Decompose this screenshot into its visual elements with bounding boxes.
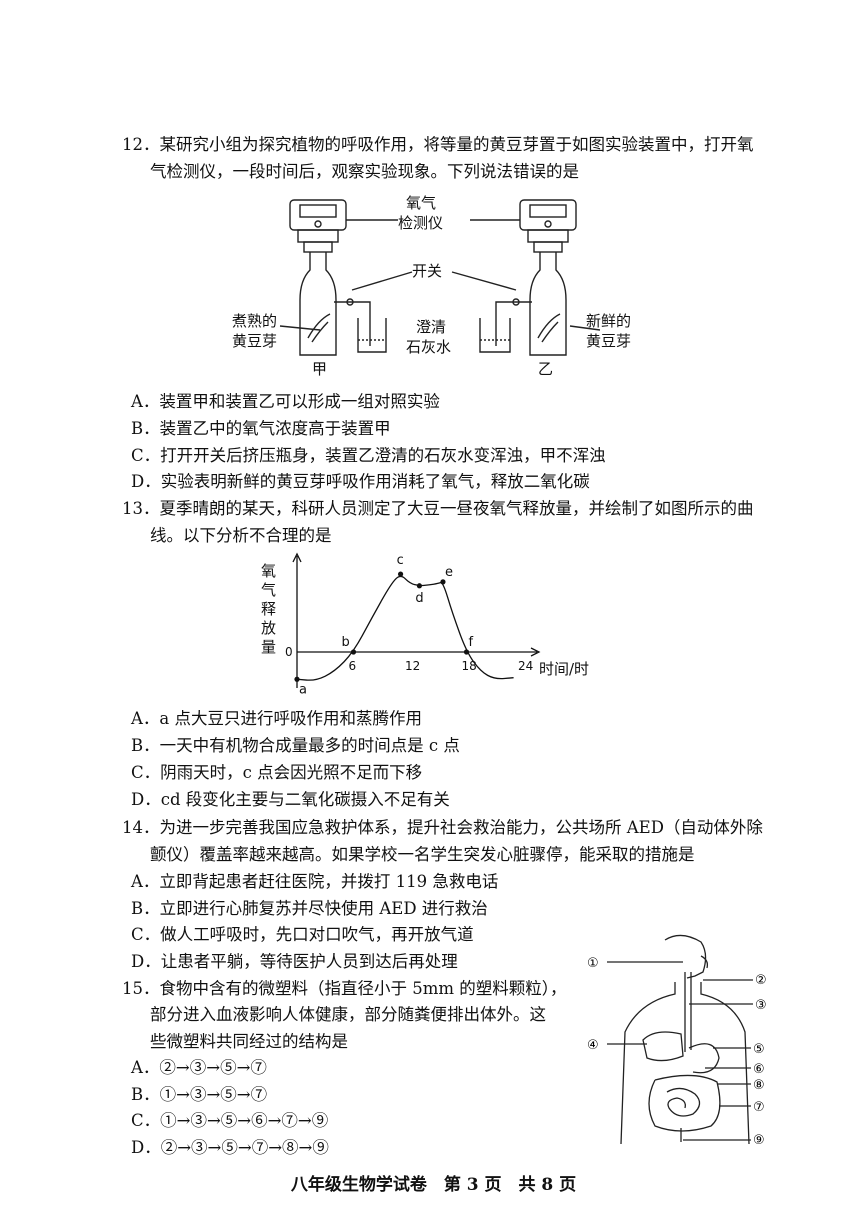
digestive-label-8: ⑧ [753,1078,765,1093]
oxygen-release-chart: 0 6 12 18 24 a b c d e f [285,552,541,697]
q15-stem-line3: 些微塑料共同经过的结构是 [150,1032,348,1051]
q14-stem-line2: 颤仪）覆盖率越来越高。如果学校一名学生突发心脏骤停，能采取的措施是 [150,845,695,864]
q13-option-d: D．cd 段变化主要与二氧化碳摄入不足有关 [131,790,450,809]
apparatus-jia-label: 甲 [312,360,328,378]
q12-option-c: C．打开开关后挤压瓶身，装置乙澄清的石灰水变浑浊，甲不浑浊 [131,446,606,465]
q15-stem-line2: 部分进入血液影响人体健康，部分随粪便排出体外。这 [150,1005,546,1024]
page-footer: 八年级生物学试卷 第 3 页 共 8 页 [290,1175,577,1195]
fresh-sprouts-label: 新鲜的 [586,312,632,330]
q13-option-c: C．阴雨天时，c 点会因光照不足而下移 [131,763,423,782]
q12-option-b: B．装置乙中的氧气浓度高于装置甲 [131,419,391,438]
chart-x-tick-label: 6 [349,659,357,673]
switch-label: 开关 [412,262,443,280]
q14-option-d: D．让患者平躺，等待医护人员到达后再处理 [131,952,458,971]
q14-option-c: C．做人工呼吸时，先口对口吹气，再开放气道 [131,925,474,944]
apparatus-illustration [279,199,601,356]
digestive-label-4: ④ [587,1038,599,1053]
q15-option-b: B．①→③→⑤→⑦ [131,1085,268,1104]
cooked-sprouts-label: 煮熟的 [232,312,278,330]
q15-figure: ① ② ③ ④ ⑤ ⑥ ⑧ ⑦ ⑨ [585,932,775,1148]
digestive-label-1: ① [587,956,599,971]
q15-option-a: A．②→③→⑤→⑦ [131,1058,267,1077]
chart-y-arrow [292,552,302,563]
chart-point-label-d: d [415,591,423,606]
q15-option-c: C．①→③→⑤→⑥→⑦→⑨ [131,1111,329,1130]
q12-figure: 氧气 检测仪 开关 煮熟的 黄豆芽 新鲜的 黄豆芽 澄清 石灰水 甲 乙 [220,190,660,380]
q13-chart: 0 6 12 18 24 a b c d e f 氧气释放量 时间/时 [255,548,615,708]
chart-point-label-c: c [397,553,404,568]
oxygen-meter-label: 氧气 [406,194,437,212]
q15-option-d: D．②→③→⑤→⑦→⑧→⑨ [131,1138,329,1157]
q13-stem-line2: 线。以下分析不合理的是 [150,526,332,545]
digestive-label-2: ② [755,973,767,988]
chart-x-tick-label: 18 [462,659,477,673]
chart-point-c [397,571,404,577]
digestive-label-9: ⑨ [753,1133,765,1144]
chart-x-tick-label: 0 [285,645,293,659]
chart-point-a [294,676,300,682]
chart-point-e [440,579,446,585]
digestive-system-illustration: ① ② ③ ④ ⑤ ⑥ ⑧ ⑦ ⑨ [587,934,767,1148]
q14-option-b: B．立即进行心肺复苏并尽快使用 AED 进行救治 [131,899,488,918]
chart-x-tick-label: 24 [518,659,533,673]
limewater-label: 澄清 [416,318,447,336]
apparatus-yi-label: 乙 [538,360,554,378]
q13-option-b: B．一天中有机物合成量最多的时间点是 c 点 [131,736,460,755]
digestive-label-6: ⑥ [753,1062,765,1077]
chart-point-label-f: f [469,635,474,650]
q13-option-a: A．a 点大豆只进行呼吸作用和蒸腾作用 [131,709,422,728]
limewater-label-2: 石灰水 [406,338,452,356]
q12-option-a: A．装置甲和装置乙可以形成一组对照实验 [131,392,440,411]
chart-point-d [416,583,423,589]
digestive-label-5: ⑤ [753,1042,765,1057]
chart-point-f [463,649,470,655]
fresh-sprouts-label-2: 黄豆芽 [586,332,632,350]
oxygen-meter-label-2: 检测仪 [398,214,444,232]
chart-xlabel: 时间/时 [539,660,590,678]
q14-option-a: A．立即背起患者赶往医院，并拨打 119 急救电话 [131,872,499,891]
chart-x-arrow [530,647,541,657]
q14-stem-line1: 14．为进一步完善我国应急救护体系，提升社会救治能力，公共场所 AED（自动体外… [122,818,763,837]
chart-point-b [350,649,357,655]
q12-stem-line2: 气检测仪，一段时间后，观察实验现象。下列说法错误的是 [150,162,579,181]
digestive-label-3: ③ [755,998,767,1013]
chart-point-label-a: a [299,682,307,697]
cooked-sprouts-label-2: 黄豆芽 [232,332,278,350]
q15-stem-line1: 15．食物中含有的微塑料（指直径小于 5mm 的塑料颗粒）， [122,979,567,998]
q13-stem-line1: 13．夏季晴朗的某天，科研人员测定了大豆一昼夜氧气释放量，并绘制了如图所示的曲 [122,499,754,518]
chart-point-label-b: b [342,635,350,650]
digestive-label-7: ⑦ [753,1100,765,1115]
q12-option-d: D．实验表明新鲜的黄豆芽呼吸作用消耗了氧气，释放二氧化碳 [131,472,590,491]
chart-ylabel: 氧气释放量 [261,562,277,656]
chart-x-tick-label: 12 [405,659,420,673]
q12-stem-line1: 12．某研究小组为探究植物的呼吸作用，将等量的黄豆芽置于如图实验装置中，打开氧 [122,135,754,154]
chart-point-label-e: e [445,565,453,580]
chart-series-line [296,575,514,681]
